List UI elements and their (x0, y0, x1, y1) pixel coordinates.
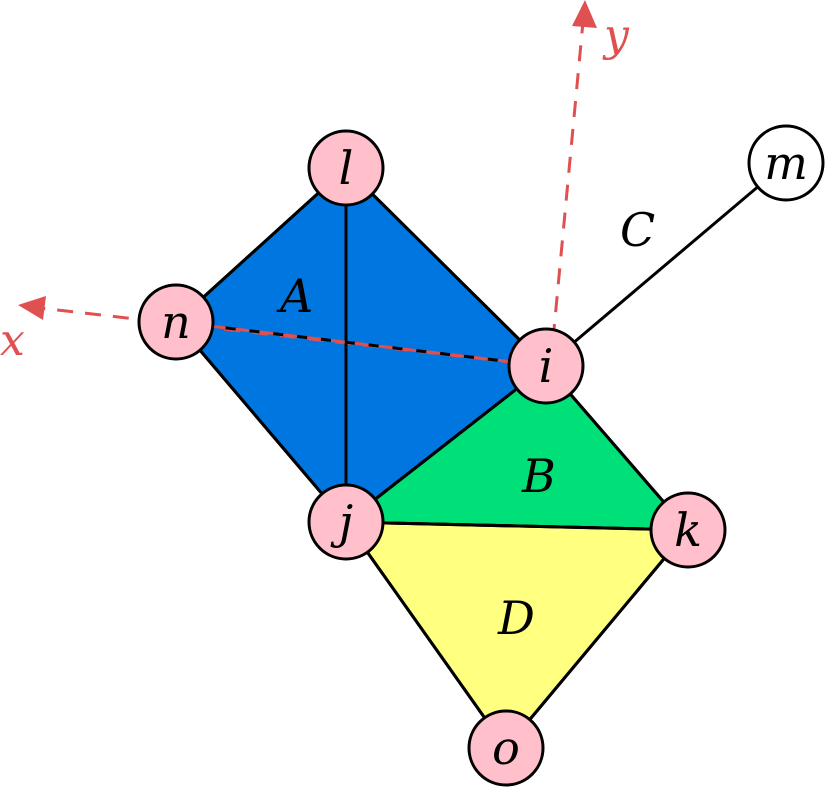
node-j-circle (307, 483, 385, 561)
node-l-label: l (339, 141, 354, 195)
node-i: i (507, 327, 585, 405)
x-axis-arrowhead (18, 296, 46, 320)
node-n: n (137, 283, 215, 361)
edge-n-i-axis-overlay (175, 320, 547, 368)
node-o-circle (467, 709, 545, 787)
y-axis-arrowhead (572, 0, 597, 28)
node-i-circle (507, 327, 585, 405)
node-l-circle (307, 129, 385, 207)
y-axis-line (551, 21, 585, 341)
edge-k-o (504, 529, 690, 749)
x-axis-label: x (0, 315, 25, 366)
node-k: k (649, 491, 727, 569)
edge-i-m (545, 161, 787, 368)
node-k-label: k (674, 503, 702, 557)
region-a-label: A (276, 269, 313, 323)
node-j: j (307, 483, 385, 561)
edge-i-j (345, 364, 547, 524)
y-axis-label: y (602, 10, 630, 61)
node-m: m (747, 124, 825, 202)
node-l: l (307, 129, 385, 207)
node-n-circle (137, 283, 215, 361)
node-o-label: o (492, 721, 520, 775)
edge-j-k (345, 520, 689, 532)
region-d-label: D (497, 591, 535, 645)
node-m-label: m (764, 136, 808, 190)
y-axis (551, 0, 597, 341)
edge-l-i (344, 166, 548, 368)
edge-n-j (174, 321, 348, 523)
node-k-circle (649, 491, 727, 569)
edge-j-o (344, 521, 508, 749)
region-b-label: B (521, 449, 556, 503)
node-i-label: i (539, 339, 554, 393)
node-m-circle (747, 124, 825, 202)
node-o: o (467, 709, 545, 787)
node-n-label: n (161, 295, 191, 349)
region-c-label: C (620, 203, 655, 257)
